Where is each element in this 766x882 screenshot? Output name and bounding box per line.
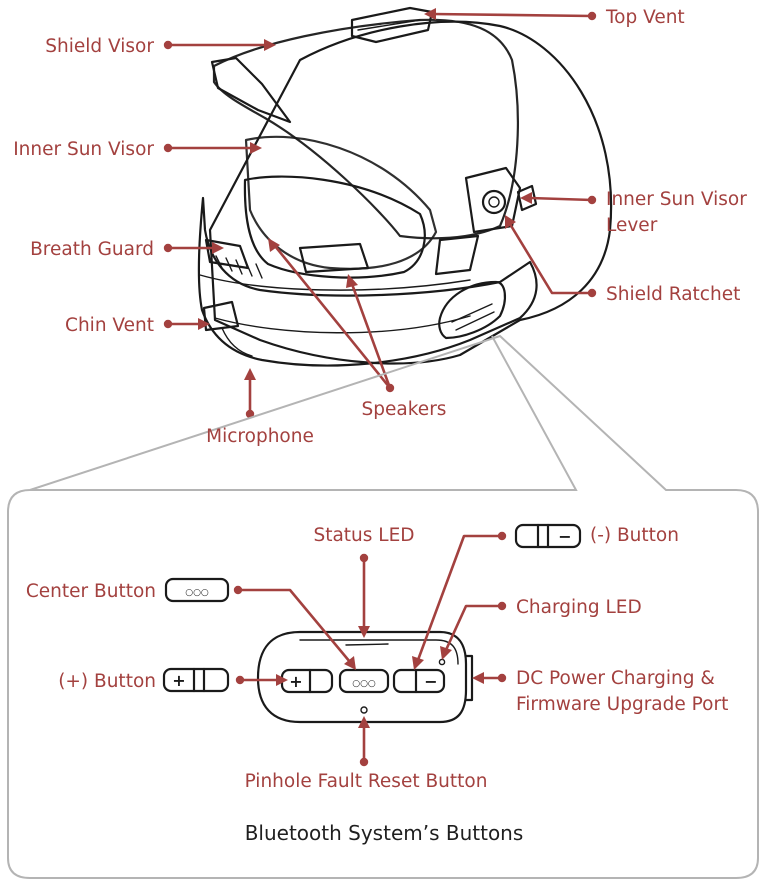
helmet-bluetooth-unit — [438, 280, 506, 340]
label-top-vent: Top Vent — [605, 7, 685, 28]
unit-plus-glyph: + — [289, 672, 302, 691]
unit-center-dots: ○○○ — [352, 679, 376, 689]
label-inner-sun-visor-lever-line2: Lever — [606, 215, 658, 236]
bluetooth-unit-large: + ○○○ − — [256, 630, 474, 724]
label-inner-sun-visor: Inner Sun Visor — [13, 139, 154, 160]
panel-title: Bluetooth System’s Buttons — [245, 821, 524, 845]
label-minus-button: (-) Button — [590, 525, 679, 546]
unit-minus-glyph: − — [424, 672, 437, 691]
label-speakers: Speakers — [362, 399, 447, 420]
helmet-illustration — [197, 6, 613, 367]
label-breath-guard: Breath Guard — [30, 239, 154, 260]
label-shield-ratchet: Shield Ratchet — [606, 284, 740, 305]
label-dc-power-line1: DC Power Charging & — [516, 668, 715, 689]
label-center-button: Center Button — [26, 581, 156, 602]
legend-center-button-icon: ○○○ — [164, 577, 230, 603]
legend-minus-button-icon: − — [514, 523, 582, 549]
callout-panel — [7, 334, 759, 879]
label-plus-button: (+) Button — [58, 671, 156, 692]
label-microphone: Microphone — [206, 426, 314, 447]
breath-guard-slots — [215, 255, 263, 279]
label-shield-visor: Shield Visor — [45, 36, 154, 57]
label-status-led: Status LED — [313, 525, 414, 546]
shield-ratchet-mechanism — [464, 166, 522, 234]
legend-plus-button-icon: + — [162, 667, 230, 693]
label-inner-sun-visor-lever-line1: Inner Sun Visor — [606, 189, 747, 210]
svg-text:+: + — [172, 671, 185, 690]
label-pinhole-reset: Pinhole Fault Reset Button — [245, 771, 488, 792]
label-dc-power-line2: Firmware Upgrade Port — [516, 694, 728, 715]
svg-text:○○○: ○○○ — [185, 588, 209, 598]
svg-text:−: − — [558, 527, 571, 546]
label-chin-vent: Chin Vent — [65, 315, 154, 336]
label-charging-led: Charging LED — [516, 597, 642, 618]
